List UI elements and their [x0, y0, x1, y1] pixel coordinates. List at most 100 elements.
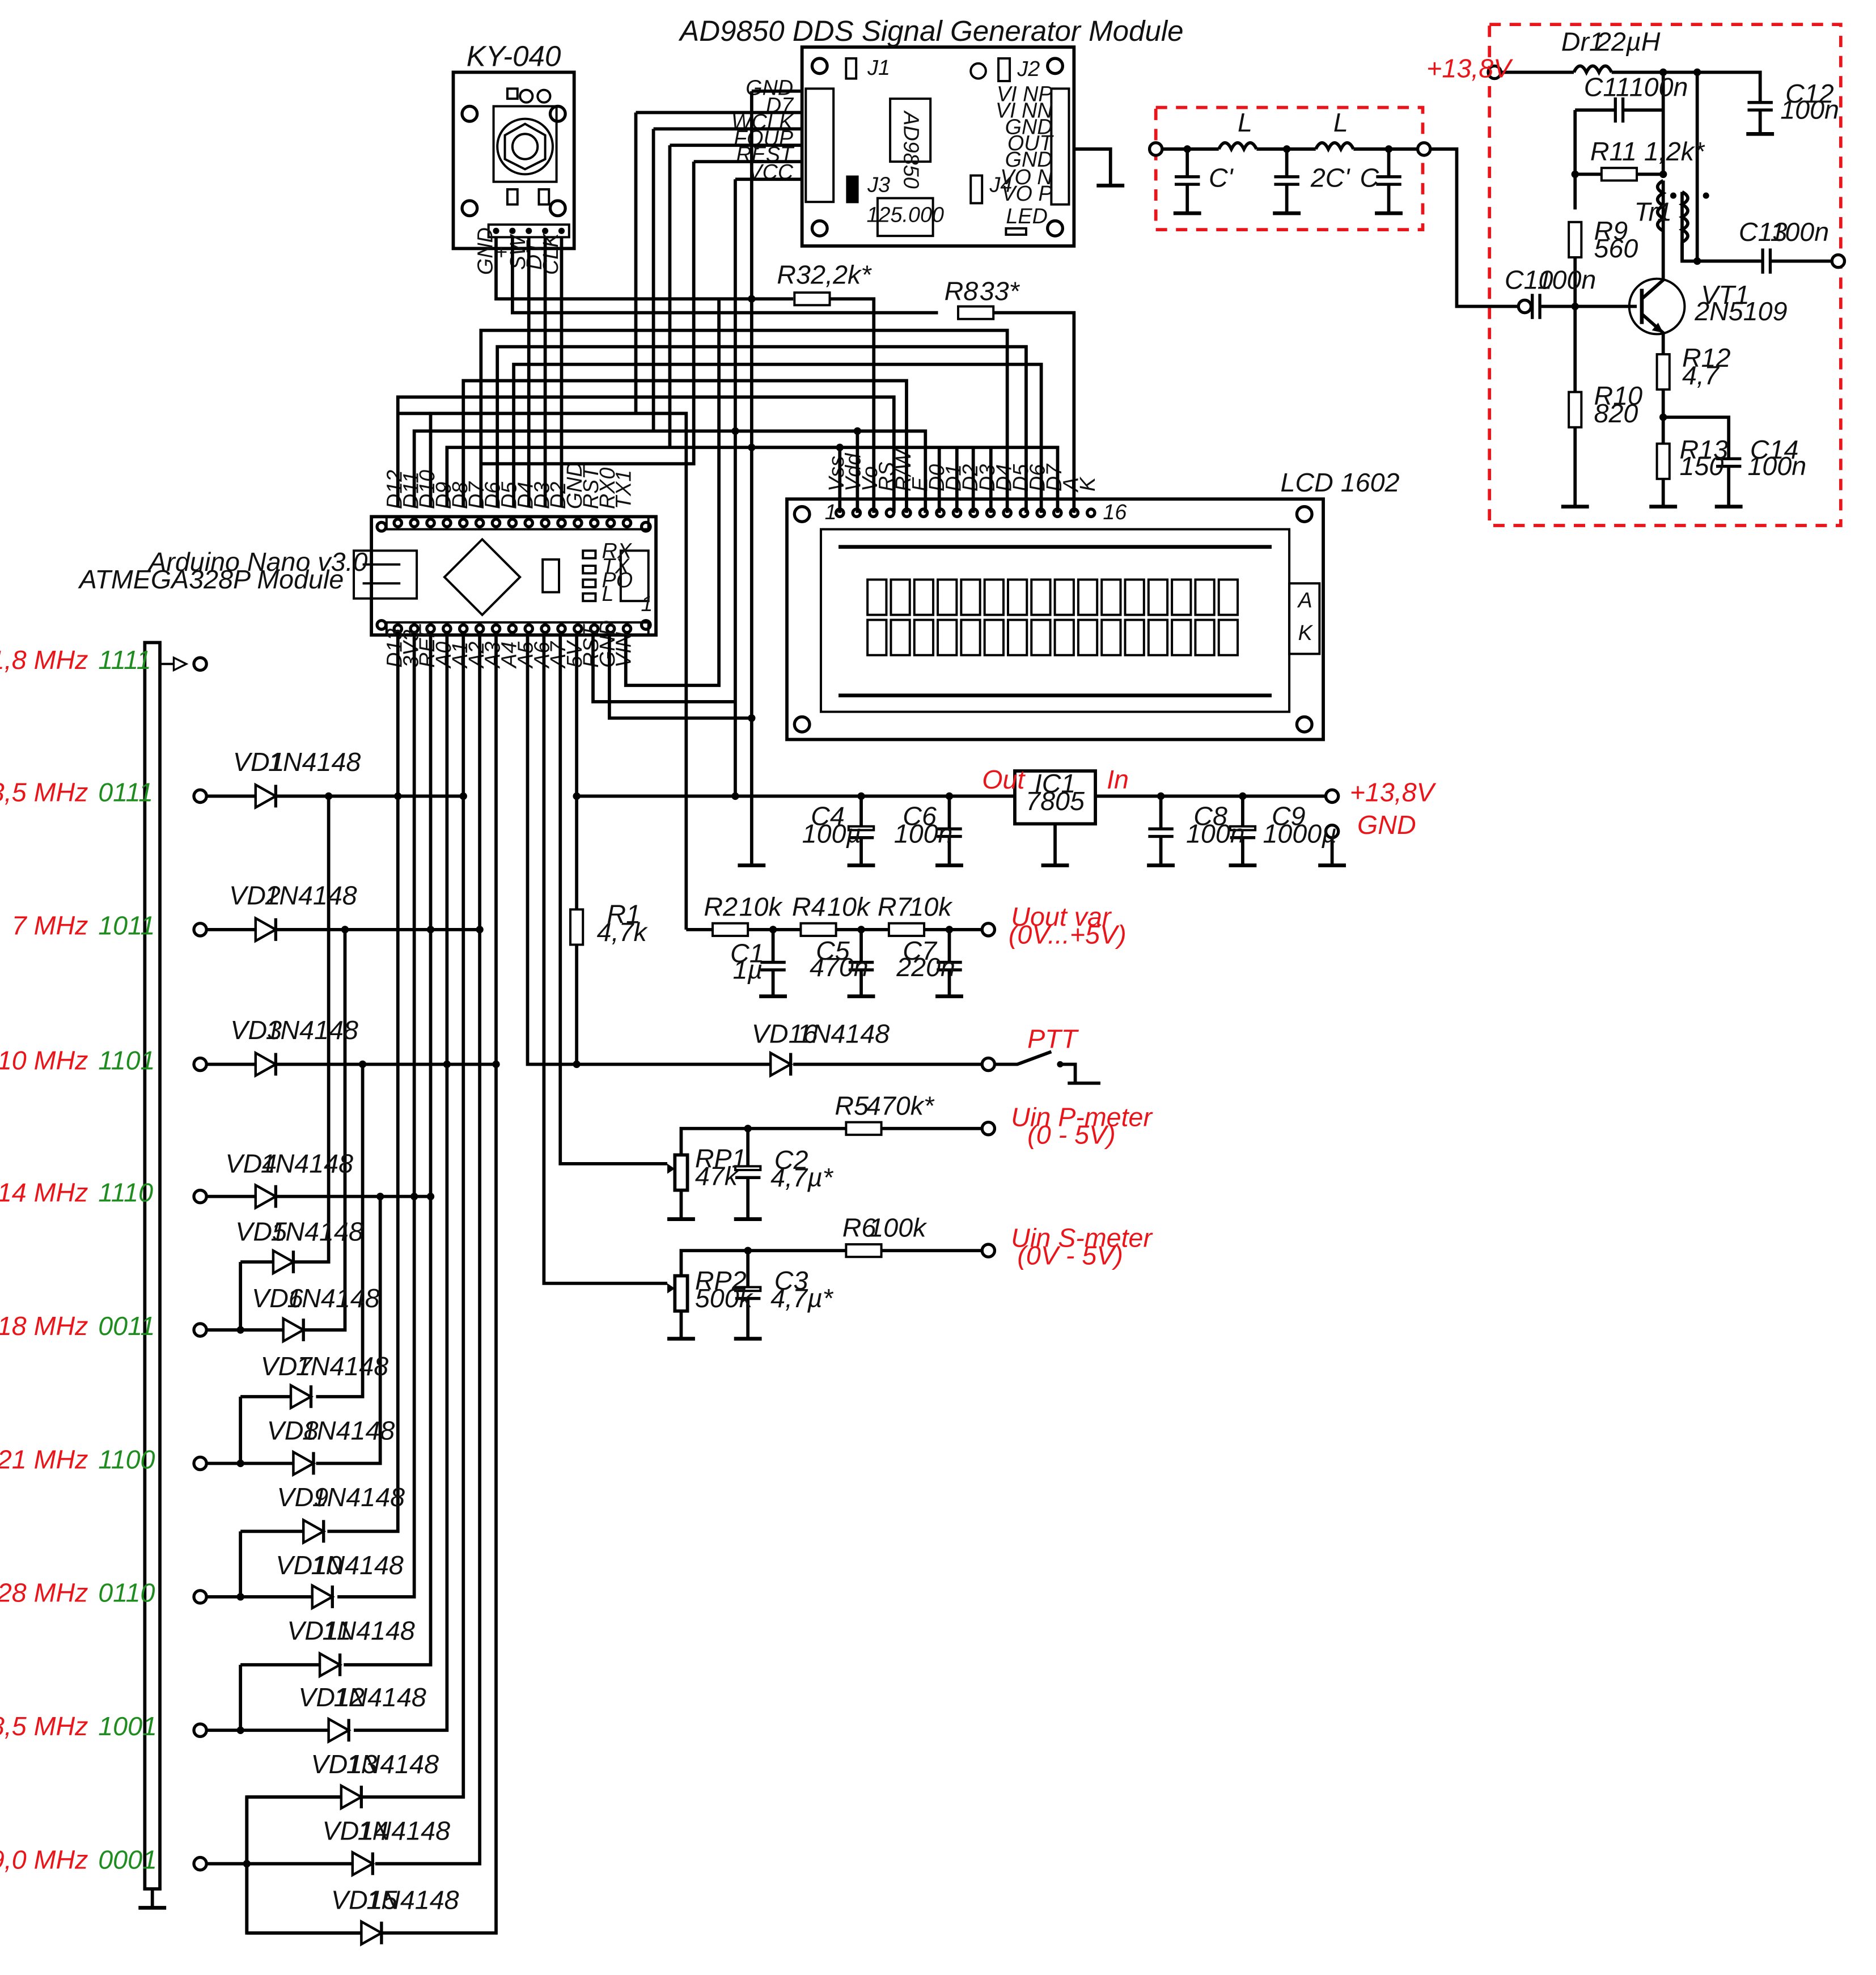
filter-l1: L: [1238, 108, 1252, 137]
nano-bottom-pad: [621, 623, 633, 634]
nano-bottom-pin: A3: [481, 642, 505, 669]
lcd-pin: A: [1058, 477, 1082, 493]
nano-top-pin: D3: [530, 482, 553, 509]
r6-val: 100k: [869, 1213, 928, 1243]
diode-ref: VD8: [267, 1415, 319, 1445]
amp-c10-val: 100n: [1538, 265, 1596, 294]
ad9850-pin-gnd1: GND: [1005, 115, 1053, 138]
band-freq: 14 MHz: [0, 1178, 88, 1207]
amp-r9-val: 560: [1594, 234, 1638, 263]
diode-ref: VD1: [233, 747, 285, 777]
diode-ref: VD13: [311, 1749, 378, 1779]
power-plus: +13,8V: [1350, 777, 1437, 807]
lcd-cell: [1124, 618, 1145, 656]
led-l: L: [602, 582, 614, 605]
amp-c12-val: 100n: [1780, 95, 1839, 125]
band-freq: 18 MHz: [0, 1311, 88, 1341]
lcd-pin: K: [1075, 476, 1099, 491]
band-code: 0110: [98, 1578, 155, 1608]
pmeter-range: (0 - 5V): [1027, 1120, 1115, 1149]
lcd-cell: [1147, 618, 1169, 656]
nano-bottom-pin: GND: [595, 620, 619, 668]
band-freq: 28,5 MHz: [0, 1711, 88, 1741]
nano-top-pad: [490, 518, 502, 528]
nano-top-pad: [605, 518, 616, 528]
lcd-pin: D6: [1025, 464, 1049, 491]
band-code: 0111: [98, 777, 153, 807]
nano-top-pin: D11: [399, 472, 422, 509]
nano-bottom-pad: [540, 623, 550, 634]
lcd-cell: [983, 578, 1005, 616]
lcd-pin: D3: [975, 464, 999, 491]
nano-bottom-pad: [605, 623, 616, 634]
ptt-label: PTT: [1027, 1024, 1079, 1054]
lcd-pad: [1086, 507, 1096, 519]
band-terminal: [192, 1322, 208, 1338]
lcd-character-cells: [866, 578, 1239, 656]
lcd-cell: [1147, 578, 1169, 616]
nano-top-pin: D4: [513, 482, 537, 509]
lcd-cell: [1100, 618, 1122, 656]
nano-title-1: Arduino Nano v3.0: [147, 547, 367, 577]
vd16-val: 1N4148: [797, 1019, 890, 1049]
nano-bottom-pin: A2: [464, 642, 488, 669]
amp-r12-val: 4,7: [1682, 361, 1720, 390]
c4-ref: C4: [811, 802, 845, 831]
diode-ref: VD3: [230, 1015, 282, 1045]
ic1-in-label: In: [1107, 765, 1129, 794]
lcd-pin: Vss: [824, 456, 848, 491]
lcd-cell: [1077, 618, 1099, 656]
r4-val: 10k: [827, 892, 871, 921]
band-freq: 21 MHz: [0, 1444, 88, 1474]
lcd-cell: [1124, 578, 1145, 616]
amp-r13: R13: [1680, 435, 1729, 464]
nano-top-pad: [442, 518, 452, 528]
ad9850-pin-vop: VO P: [1001, 181, 1052, 205]
lcd-pin: D5: [1009, 464, 1032, 491]
lcd-pin: Vo: [858, 466, 882, 491]
lcd-cell: [937, 578, 958, 616]
nano-title-2: ATMEGA328P Module: [78, 565, 344, 594]
diode-ref: VD9: [277, 1482, 329, 1512]
diode-val: 1N4148: [334, 1682, 426, 1712]
r4-ref: R4: [792, 892, 826, 921]
lcd-cell: [1217, 618, 1239, 656]
diode-ref: VD12: [298, 1682, 365, 1712]
nano-top-pad: [621, 518, 633, 528]
band-freq: 7 MHz: [12, 911, 88, 940]
c8-ref: C8: [1193, 802, 1227, 831]
nano-top-pin: RX0: [595, 468, 619, 509]
c9-ref: C9: [1272, 802, 1306, 831]
diode-val: 1N4148: [358, 1816, 450, 1845]
nano-top-pad: [458, 518, 469, 528]
diode-val: 1N4148: [266, 1015, 358, 1045]
c4-val: 100µ: [802, 819, 862, 849]
ic1-name: IC1: [1035, 769, 1076, 798]
band-code: 1100: [98, 1444, 155, 1474]
r5-val: 470k*: [866, 1091, 935, 1120]
c2-val: 4,7µ*: [770, 1163, 834, 1192]
amp-r10: R10: [1594, 381, 1643, 410]
nano-top-pin: D7: [464, 481, 488, 509]
rf-amplifier: +13,8V Dr1 22µH C11 100n C12 100n R11 1,…: [1426, 23, 1847, 527]
lcd-pin: D0: [925, 464, 948, 491]
nano-top-pin: D9: [431, 482, 455, 509]
nano-bottom-pad: [425, 623, 436, 634]
band-freq: 28 MHz: [0, 1578, 88, 1608]
nano-top-pad: [573, 518, 583, 528]
c1-val: 1µ: [733, 955, 763, 984]
band-code: 1001: [98, 1711, 157, 1741]
lcd-title: LCD 1602: [1281, 468, 1400, 497]
c6-val: 100n: [894, 819, 953, 849]
lcd-cell: [1171, 578, 1192, 616]
nano-top-pad: [409, 518, 420, 528]
filter-c2: 2C': [1310, 163, 1351, 193]
amp-r11: R11 1,2k*: [1590, 137, 1705, 166]
